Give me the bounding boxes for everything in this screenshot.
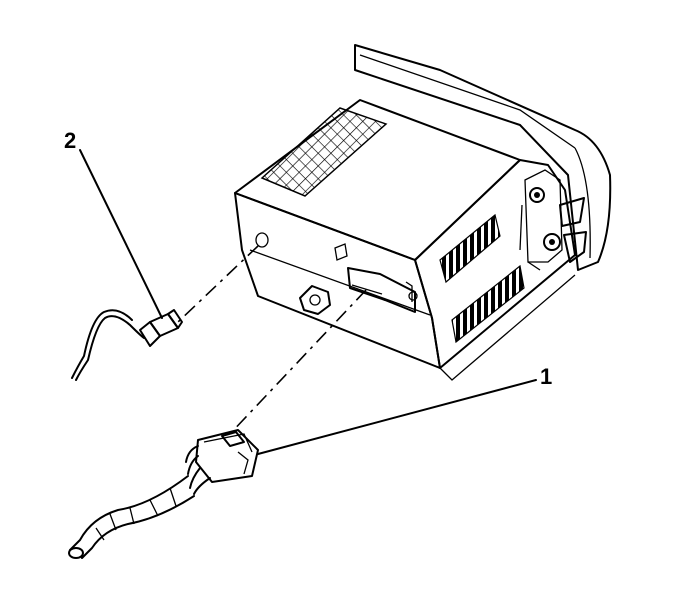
antenna-socket bbox=[255, 232, 269, 248]
antenna-alignment-line bbox=[177, 245, 259, 323]
radio-receiver-unit bbox=[234, 44, 612, 381]
mounting-stud bbox=[299, 285, 331, 315]
lower-vent-slots bbox=[451, 264, 525, 344]
radio-front-face bbox=[234, 192, 441, 369]
side-bracket-hardware bbox=[519, 169, 587, 271]
callout-1-label: 1 bbox=[540, 364, 552, 389]
callout-2-leader bbox=[79, 149, 163, 319]
callout-1-leader bbox=[257, 379, 537, 455]
radio-side-face bbox=[414, 159, 576, 369]
callout-2-label: 2 bbox=[64, 128, 76, 153]
wiring-harness-connector bbox=[68, 429, 259, 559]
harness-socket bbox=[347, 267, 416, 313]
connector-alignment-line bbox=[227, 289, 367, 437]
radio-faceplate bbox=[354, 44, 612, 271]
top-label-crosshatch bbox=[260, 107, 388, 197]
upper-vent-slots bbox=[439, 213, 501, 284]
antenna-cable bbox=[71, 309, 183, 381]
